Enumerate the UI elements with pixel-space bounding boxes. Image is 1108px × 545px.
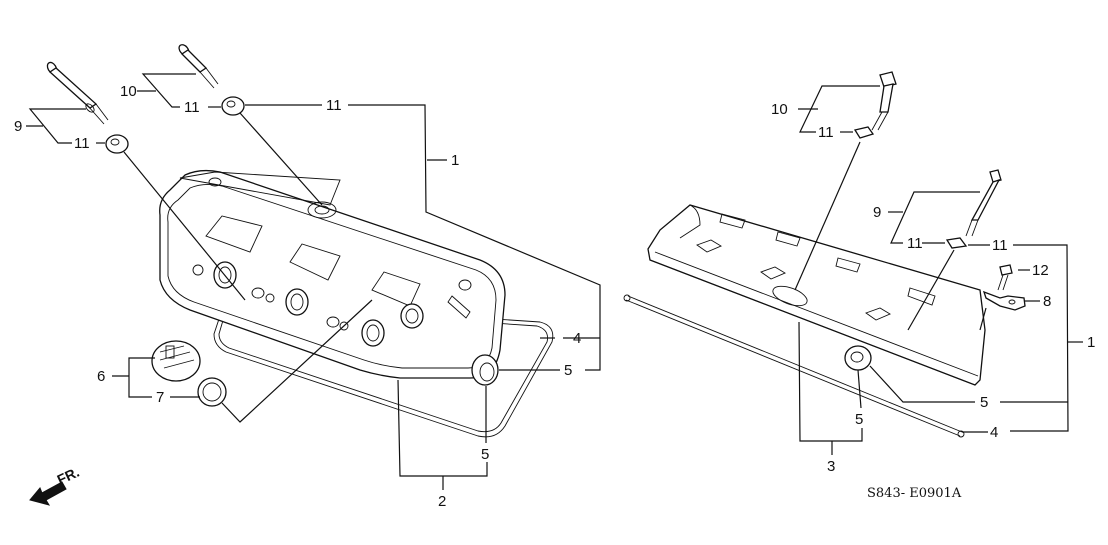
bracket-8[interactable]: [982, 290, 1026, 311]
callout-3: 3: [827, 458, 835, 475]
callout-10-right: 10: [771, 101, 788, 118]
cap-seal-7[interactable]: [197, 377, 227, 407]
callout-4-right: 4: [990, 424, 998, 441]
callout-9-left: 9: [14, 118, 22, 135]
seal-5-right[interactable]: [844, 345, 872, 371]
callout-8: 8: [1043, 293, 1051, 310]
gasket-right[interactable]: [623, 294, 965, 438]
callout-12: 12: [1032, 262, 1049, 279]
front-direction-arrow: FR.: [29, 464, 82, 506]
callout-5-right-a: 5: [980, 394, 988, 411]
callout-4-left: 4: [573, 330, 581, 347]
diagram-code: S843- E0901A: [867, 486, 962, 501]
callout-5-right-b: 5: [855, 411, 863, 428]
leader-lines-right: [794, 85, 1083, 455]
callout-11-left-a: 11: [74, 135, 90, 152]
callout-1-right: 1: [1087, 334, 1095, 351]
callout-11-right-b: 11: [907, 235, 923, 252]
callout-7: 7: [156, 389, 164, 406]
washer-11-right-a[interactable]: [853, 126, 875, 139]
callout-11-left-c: 11: [326, 97, 342, 114]
cylinder-head-cover-right[interactable]: [647, 204, 986, 386]
callout-11-right-a: 11: [818, 124, 834, 141]
callout-1-left: 1: [451, 152, 459, 169]
bolt-12[interactable]: [997, 264, 1013, 291]
washer-11-right-b[interactable]: [945, 237, 968, 249]
callout-6: 6: [97, 368, 105, 385]
callout-11-left-b: 11: [184, 99, 200, 116]
seal-5-left[interactable]: [471, 354, 499, 386]
oil-filler-cap-6[interactable]: [151, 340, 201, 382]
callout-5-left-b: 5: [481, 446, 489, 463]
bolt-10-right[interactable]: [871, 71, 897, 131]
callout-10-left: 10: [120, 83, 137, 100]
washer-11-left-a[interactable]: [105, 134, 129, 154]
bolt-9-left[interactable]: [46, 61, 109, 125]
callout-11-right-c: 11: [992, 237, 1008, 254]
callout-9-right: 9: [873, 204, 881, 221]
leader-lines-left: [26, 73, 601, 490]
bolt-9-right[interactable]: [965, 169, 1002, 237]
washer-11-left-b[interactable]: [221, 96, 245, 116]
callout-5-left-a: 5: [564, 362, 572, 379]
cylinder-head-cover-left[interactable]: [159, 169, 506, 379]
bolt-10-left[interactable]: [177, 43, 219, 89]
callout-2: 2: [438, 493, 446, 510]
front-direction-label: FR.: [55, 464, 82, 488]
